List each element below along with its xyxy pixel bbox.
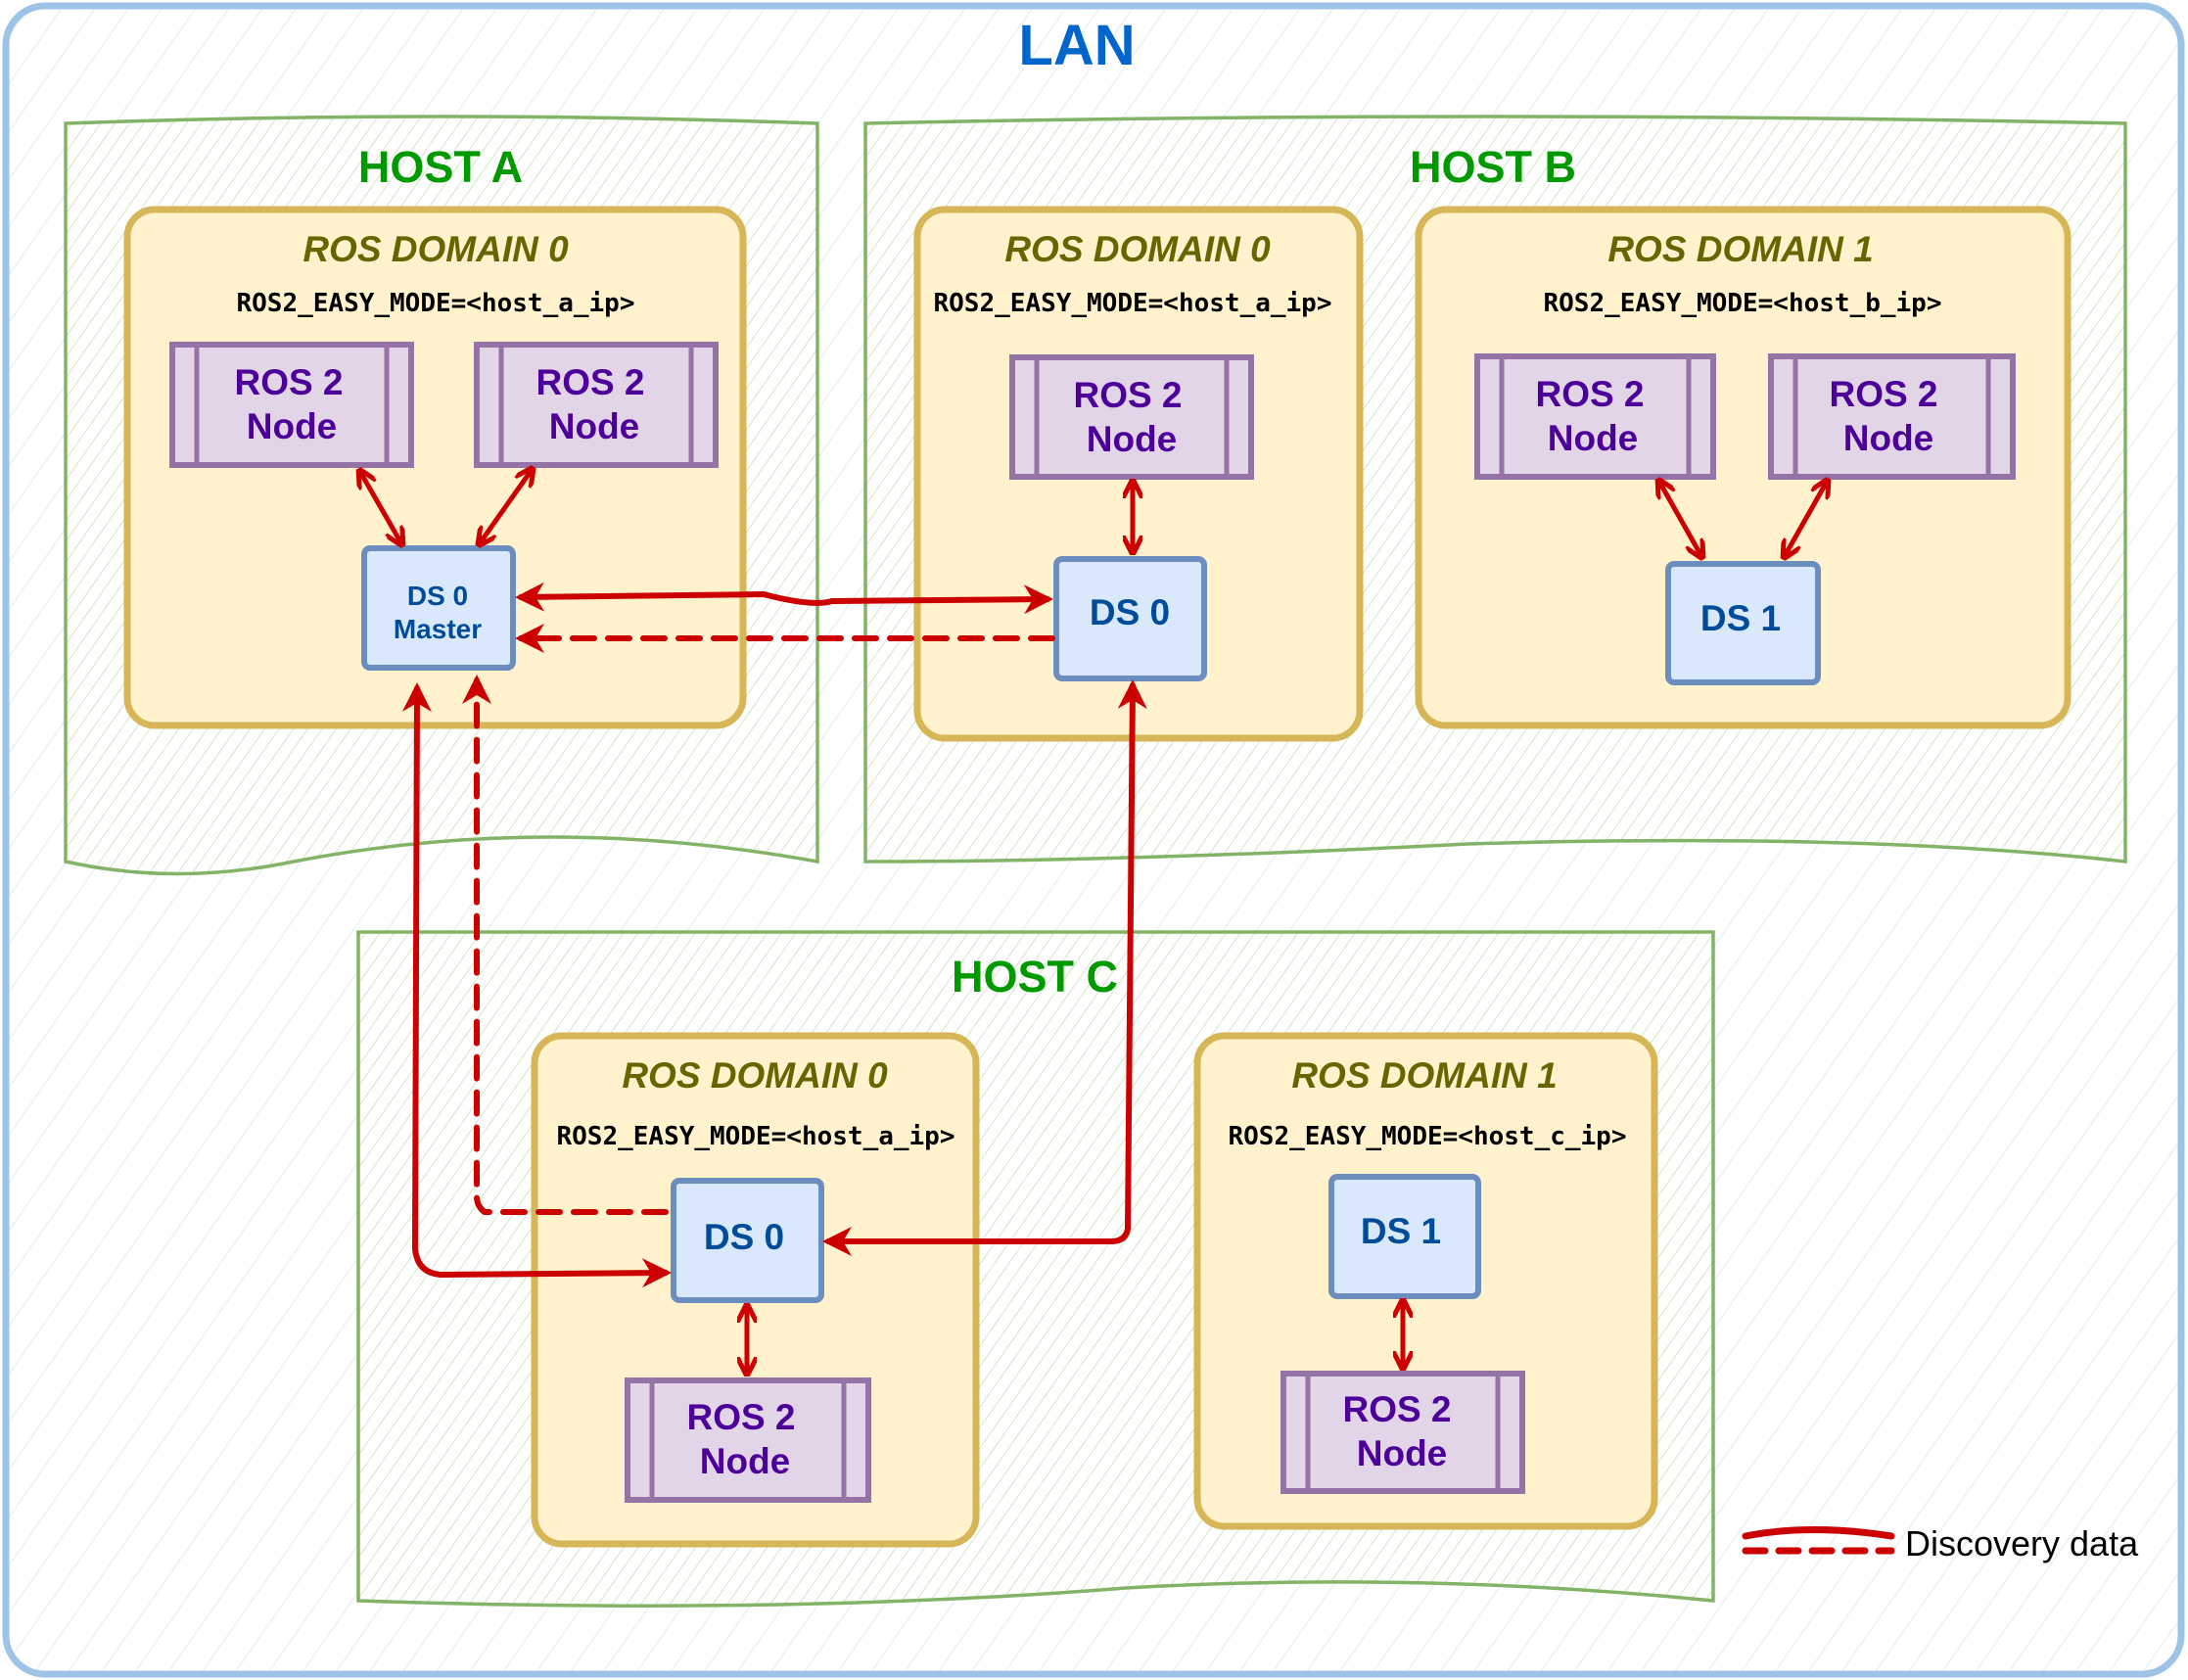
domain-title: ROS DOMAIN 1 (1607, 229, 1873, 269)
node-label-line2: Node (1843, 418, 1934, 458)
node-label-line2: Node (1548, 418, 1639, 458)
domain-title: ROS DOMAIN 0 (1004, 229, 1271, 269)
ds-box (361, 545, 516, 671)
ds-box (1328, 1174, 1481, 1299)
node-box (169, 342, 414, 468)
ros2-node[interactable]: ROS 2 Node (474, 342, 719, 468)
host-b-title: HOST B (1410, 142, 1576, 192)
legend: Discovery data (1742, 1523, 2139, 1563)
discovery-server[interactable]: DS 0 (1053, 556, 1207, 681)
host-b-domain-0: ROS DOMAIN 0 ROS2_EASY_MODE=<host_a_ip> … (913, 206, 1364, 742)
ds-label-line1: DS 0 (407, 581, 468, 611)
node-label-line1: ROS 2 (535, 362, 644, 402)
domain-title: ROS DOMAIN 1 (1291, 1055, 1557, 1096)
host-a: HOST A ROS DOMAIN 0 ROS2_EASY_MODE=<host… (64, 115, 819, 876)
env-variable: ROS2_EASY_MODE=<host_a_ip> (237, 289, 635, 318)
arrow-master-hostb-solid (515, 582, 1053, 615)
node-label-line1: ROS 2 (1829, 374, 1937, 414)
node-box (1009, 354, 1254, 480)
domain-title: ROS DOMAIN 0 (622, 1055, 888, 1096)
env-variable: ROS2_EASY_MODE=<host_a_ip> (557, 1122, 955, 1151)
host-c: HOST C ROS DOMAIN 0 ROS2_EASY_MODE=<host… (356, 930, 1715, 1608)
env-variable: ROS2_EASY_MODE=<host_a_ip> (934, 289, 1332, 318)
node-label-line2: Node (700, 1441, 791, 1481)
ros2-node[interactable]: ROS 2 Node (1280, 1371, 1525, 1494)
lan-title: LAN (1018, 14, 1135, 77)
env-variable: ROS2_EASY_MODE=<host_b_ip> (1544, 289, 1942, 318)
discovery-arrows (360, 470, 1827, 1373)
discovery-server[interactable]: DS 1 (1328, 1174, 1481, 1299)
ros2-node[interactable]: ROS 2 Node (169, 342, 414, 468)
node-box (1280, 1371, 1525, 1494)
host-c-domain-0: ROS DOMAIN 0 ROS2_EASY_MODE=<host_a_ip> … (531, 1032, 980, 1548)
ds-box (1665, 561, 1821, 685)
discovery-server[interactable]: DS 0 (671, 1178, 824, 1303)
node-label-line1: ROS 2 (686, 1397, 795, 1437)
arrow-node-ds (480, 470, 532, 543)
arrow-node-ds (1785, 482, 1827, 556)
host-b-domain-1: ROS DOMAIN 1 ROS2_EASY_MODE=<host_b_ip> … (1415, 206, 2072, 729)
domain-box (1415, 206, 2072, 729)
legend-solid-line (1742, 1526, 1895, 1540)
ros2-node[interactable]: ROS 2 Node (1009, 354, 1254, 480)
ros2-node[interactable]: ROS 2 Node (1768, 353, 2016, 480)
node-label-line2: Node (1087, 419, 1178, 459)
ds-label: DS 1 (1700, 598, 1781, 638)
domain-title: ROS DOMAIN 0 (303, 229, 569, 269)
node-box (474, 342, 719, 468)
ds-box (671, 1178, 824, 1303)
host-b: HOST B ROS DOMAIN 0 ROS2_EASY_MODE=<host… (863, 115, 2127, 863)
discovery-server-master[interactable]: DS 0 Master (361, 545, 516, 671)
ds-box (1053, 556, 1207, 681)
node-box (625, 1377, 871, 1503)
node-label-line1: ROS 2 (1342, 1389, 1451, 1429)
arrow-hostb-hostc-solid (822, 679, 1147, 1256)
node-label-line2: Node (247, 406, 338, 446)
host-c-domain-1: ROS DOMAIN 1 ROS2_EASY_MODE=<host_c_ip> … (1193, 1032, 1658, 1530)
host-c-title: HOST C (952, 952, 1118, 1002)
host-a-title: HOST A (358, 142, 523, 192)
discovery-server[interactable]: DS 1 (1665, 561, 1821, 685)
ros2-node[interactable]: ROS 2 Node (1474, 353, 1716, 480)
node-label-line1: ROS 2 (1073, 375, 1182, 415)
ds-label-line2: Master (394, 614, 482, 644)
ros2-node[interactable]: ROS 2 Node (625, 1377, 871, 1503)
node-label-line1: ROS 2 (234, 362, 343, 402)
node-box (1474, 353, 1716, 480)
ds-label: DS 0 (1090, 592, 1170, 632)
env-variable: ROS2_EASY_MODE=<host_c_ip> (1229, 1122, 1627, 1151)
ds-label: DS 1 (1361, 1211, 1441, 1251)
arrow-hostc-master-dashed (462, 675, 669, 1215)
node-label-line2: Node (549, 406, 640, 446)
arrow-node-ds (360, 472, 401, 543)
arrow-node-ds (1659, 482, 1701, 556)
legend-label: Discovery data (1905, 1523, 2139, 1563)
arrow-master-hostc-solid (401, 682, 672, 1288)
node-box (1768, 353, 2016, 480)
node-label-line1: ROS 2 (1535, 374, 1644, 414)
ds-label: DS 0 (704, 1217, 784, 1257)
node-label-line2: Node (1357, 1433, 1448, 1473)
host-a-domain-0: ROS DOMAIN 0 ROS2_EASY_MODE=<host_a_ip> … (123, 206, 747, 729)
